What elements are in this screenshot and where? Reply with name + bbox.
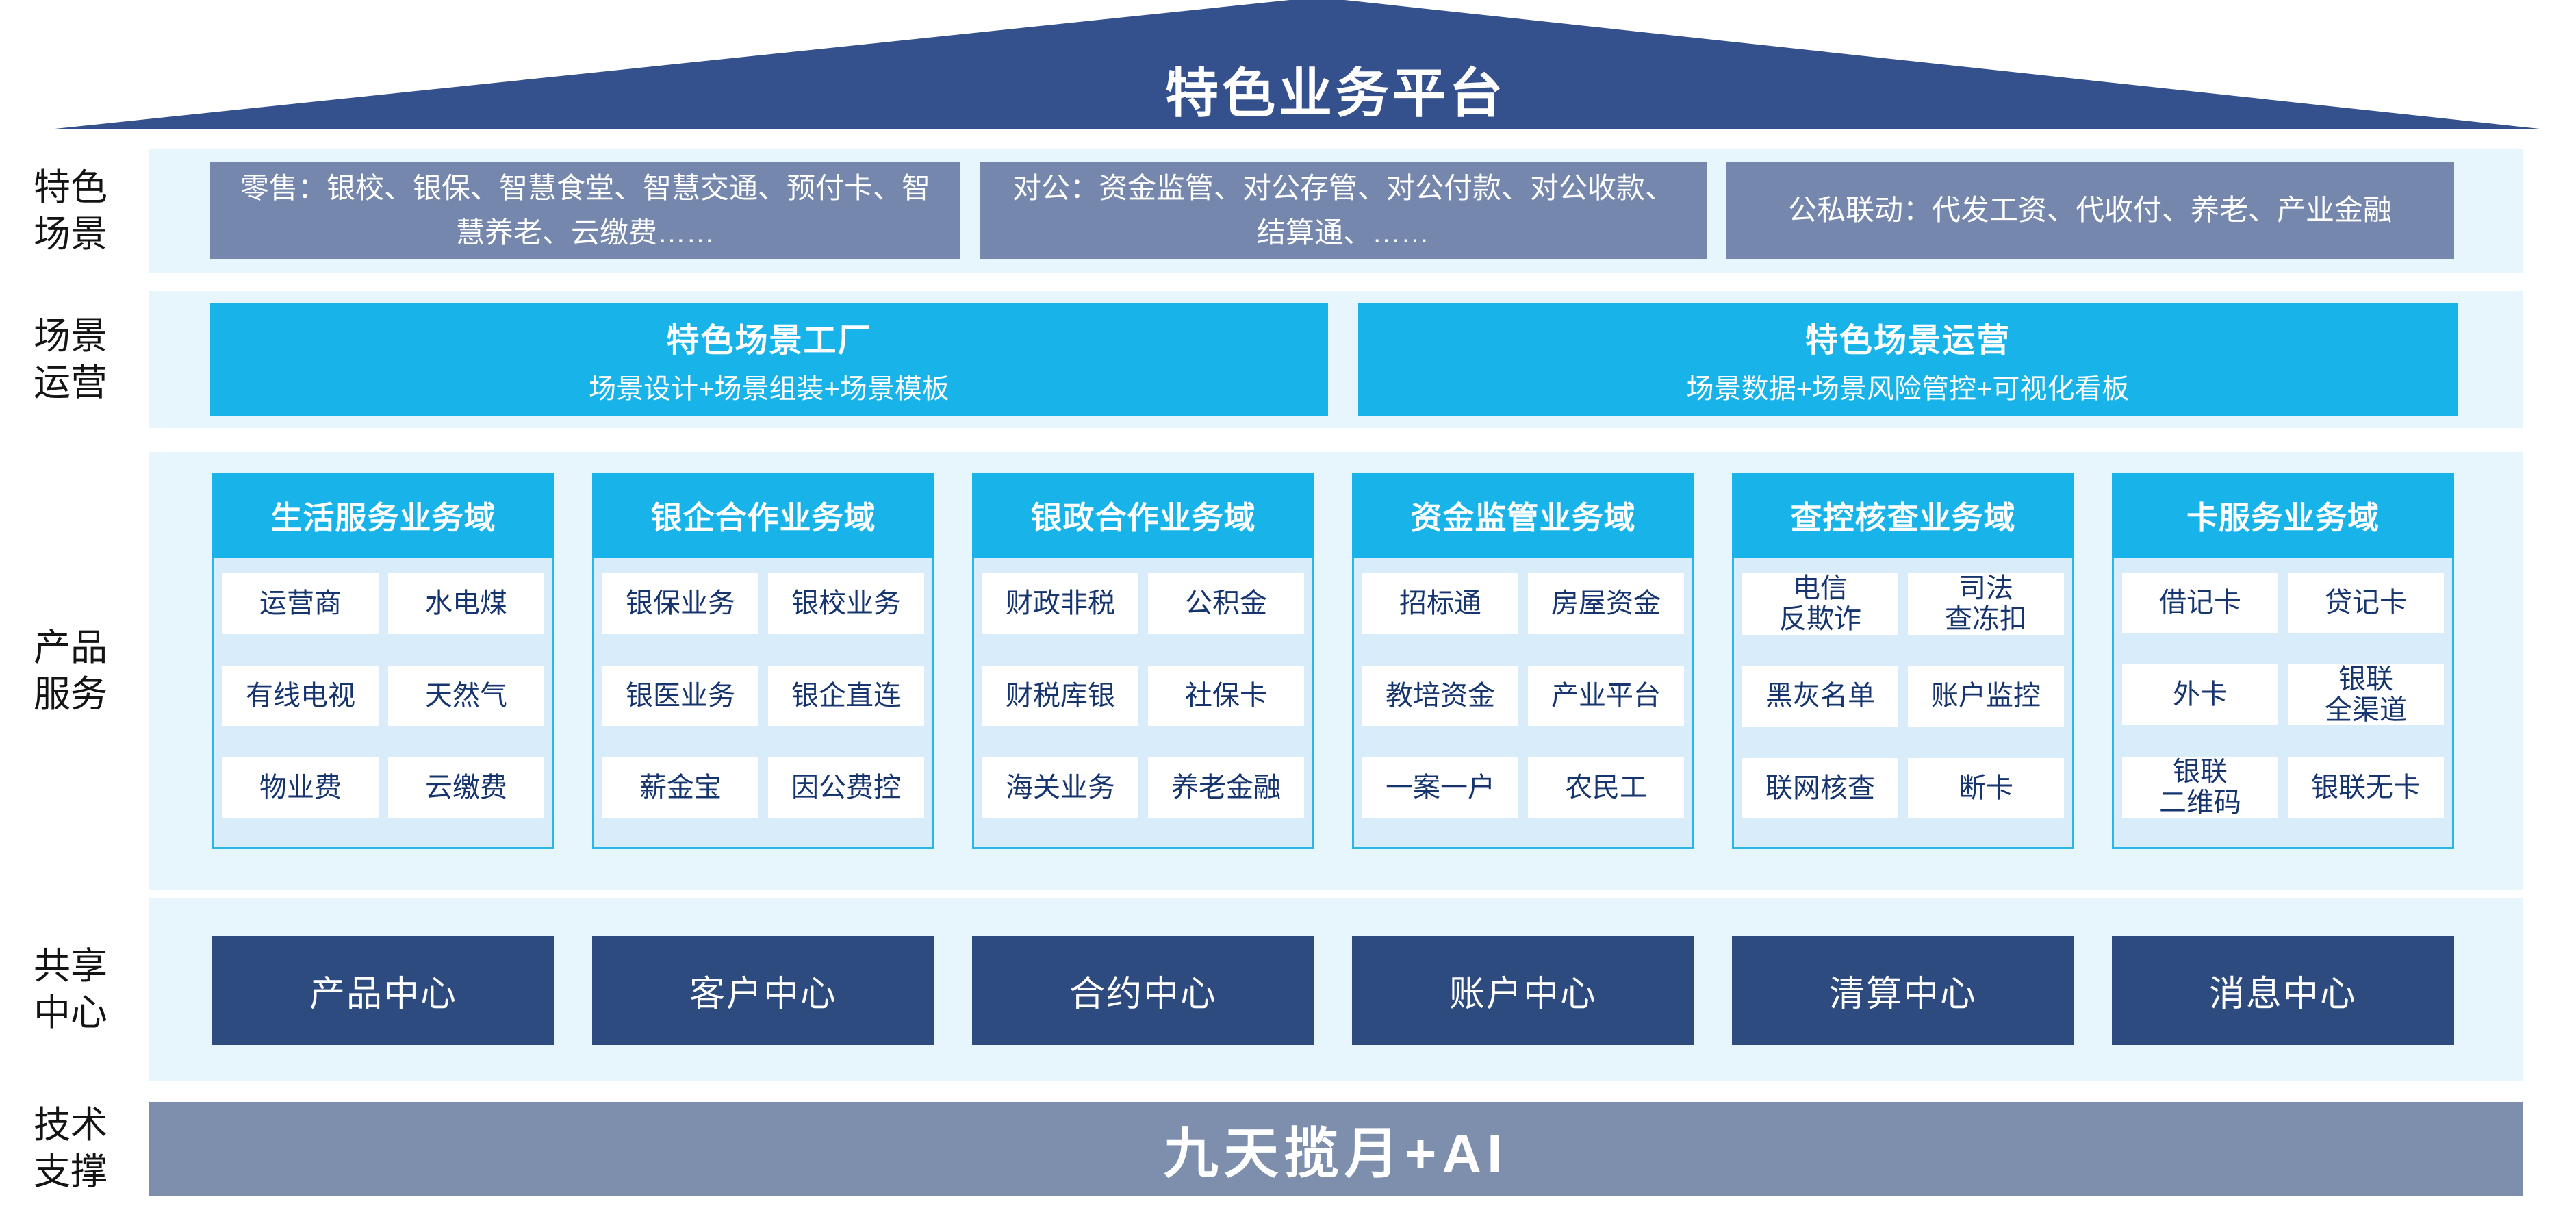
product-column-body: 银保业务 银校业务 银医业务 银企直连 薪金宝 因公费控 bbox=[592, 558, 934, 849]
product-column-header: 卡服务业务域 bbox=[2112, 473, 2454, 558]
scenario-box-corporate: 对公：资金监管、对公存管、对公付款、对公收款、结算通、…… bbox=[980, 162, 1707, 259]
row-label-scenarios: 特色 场景 bbox=[34, 167, 107, 255]
product-column-bank-government: 银政合作业务域 财政非税 公积金 财税库银 社保卡 海关业务 养老金融 bbox=[972, 473, 1314, 849]
row-label-shared: 共享 中心 bbox=[34, 946, 107, 1034]
product-cell: 海关业务 bbox=[982, 757, 1138, 818]
product-cell: 运营商 bbox=[222, 573, 379, 634]
product-cell: 断卡 bbox=[1908, 757, 2064, 818]
product-column-header: 银企合作业务域 bbox=[592, 473, 934, 558]
product-cell: 水电煤 bbox=[388, 573, 544, 634]
product-column-body: 运营商 水电煤 有线电视 天然气 物业费 云缴费 bbox=[212, 558, 554, 849]
product-cell: 一案一户 bbox=[1362, 757, 1518, 818]
operation-box-title: 特色场景运营 bbox=[1805, 323, 2011, 360]
shared-center-customer: 客户中心 bbox=[592, 936, 934, 1045]
shared-center-account: 账户中心 bbox=[1352, 936, 1694, 1045]
product-column-card-services: 卡服务业务域 借记卡 贷记卡 外卡 银联 全渠道 银联 二维码 银联无卡 bbox=[2112, 473, 2454, 849]
product-column-header: 资金监管业务域 bbox=[1352, 473, 1694, 558]
product-cell: 有线电视 bbox=[222, 665, 379, 727]
product-column-body: 借记卡 贷记卡 外卡 银联 全渠道 银联 二维码 银联无卡 bbox=[2112, 558, 2454, 849]
product-column-body: 招标通 房屋资金 教培资金 产业平台 一案一户 农民工 bbox=[1352, 558, 1694, 849]
platform-title: 特色业务平台 bbox=[1164, 63, 1506, 123]
product-cell: 联网核查 bbox=[1742, 757, 1898, 818]
product-cell: 银联 二维码 bbox=[2122, 757, 2278, 818]
product-cell: 司法 查冻扣 bbox=[1908, 573, 2064, 635]
product-column-life-services: 生活服务业务域 运营商 水电煤 有线电视 天然气 物业费 云缴费 bbox=[212, 473, 554, 849]
product-cell: 银企直连 bbox=[768, 665, 924, 727]
product-cell: 银校业务 bbox=[768, 573, 924, 634]
product-cell: 黑灰名单 bbox=[1742, 666, 1898, 727]
scenario-box-retail: 零售：银校、银保、智慧食堂、智慧交通、预付卡、智慧养老、云缴费…… bbox=[210, 162, 960, 259]
product-cell: 外卡 bbox=[2122, 664, 2278, 726]
product-cell: 教培资金 bbox=[1362, 665, 1518, 727]
product-cell: 农民工 bbox=[1528, 757, 1684, 818]
product-cell: 因公费控 bbox=[768, 757, 924, 818]
product-cell: 产业平台 bbox=[1528, 665, 1684, 727]
row-label-products: 产品 服务 bbox=[34, 627, 107, 716]
product-cell: 银保业务 bbox=[602, 573, 758, 634]
product-cell: 天然气 bbox=[388, 665, 544, 727]
tech-support-bar: 九天揽月+AI bbox=[149, 1102, 2523, 1196]
operation-box-title: 特色场景工厂 bbox=[666, 323, 872, 360]
product-column-header: 生活服务业务域 bbox=[212, 473, 554, 558]
product-cell: 房屋资金 bbox=[1528, 573, 1684, 634]
product-cell: 社保卡 bbox=[1148, 665, 1304, 727]
row-label-operation: 场景 运营 bbox=[34, 316, 107, 404]
product-column-body: 电信 反欺诈 司法 查冻扣 黑灰名单 账户监控 联网核查 断卡 bbox=[1732, 558, 2074, 849]
scenario-box-public-private: 公私联动：代发工资、代收付、养老、产业金融 bbox=[1726, 162, 2454, 259]
product-cell: 公积金 bbox=[1148, 573, 1304, 634]
product-cell: 电信 反欺诈 bbox=[1742, 573, 1898, 635]
shared-center-product: 产品中心 bbox=[212, 936, 554, 1045]
operation-box-scene-factory: 特色场景工厂 场景设计+场景组装+场景模板 bbox=[210, 303, 1328, 416]
product-cell: 财税库银 bbox=[982, 665, 1138, 727]
product-column-inquiry-verification: 查控核查业务域 电信 反欺诈 司法 查冻扣 黑灰名单 账户监控 联网核查 断卡 bbox=[1732, 473, 2074, 849]
operation-box-subtitle: 场景设计+场景组装+场景模板 bbox=[589, 373, 949, 404]
shared-center-clearing: 清算中心 bbox=[1732, 936, 2074, 1045]
product-column-bank-enterprise: 银企合作业务域 银保业务 银校业务 银医业务 银企直连 薪金宝 因公费控 bbox=[592, 473, 934, 849]
product-cell: 借记卡 bbox=[2122, 573, 2278, 633]
product-cell: 银联无卡 bbox=[2288, 757, 2444, 818]
product-cell: 账户监控 bbox=[1908, 666, 2064, 727]
product-column-fund-supervision: 资金监管业务域 招标通 房屋资金 教培资金 产业平台 一案一户 农民工 bbox=[1352, 473, 1694, 849]
product-column-header: 银政合作业务域 bbox=[972, 473, 1314, 558]
product-cell: 招标通 bbox=[1362, 573, 1518, 634]
product-column-body: 财政非税 公积金 财税库银 社保卡 海关业务 养老金融 bbox=[972, 558, 1314, 849]
shared-center-contract: 合约中心 bbox=[972, 936, 1314, 1045]
operation-box-subtitle: 场景数据+场景风险管控+可视化看板 bbox=[1686, 373, 2130, 404]
tech-bar-text: 九天揽月+AI bbox=[1163, 1122, 1508, 1184]
product-cell: 银医业务 bbox=[602, 665, 758, 727]
shared-center-message: 消息中心 bbox=[2112, 936, 2454, 1045]
product-cell: 薪金宝 bbox=[602, 757, 758, 818]
operation-box-scene-operation: 特色场景运营 场景数据+场景风险管控+可视化看板 bbox=[1358, 303, 2458, 416]
product-column-header: 查控核查业务域 bbox=[1732, 473, 2074, 558]
product-cell: 财政非税 bbox=[982, 573, 1138, 634]
row-label-tech: 技术 支撑 bbox=[34, 1105, 107, 1193]
product-cell: 物业费 bbox=[222, 757, 379, 818]
product-cell: 云缴费 bbox=[388, 757, 544, 818]
product-cell: 贷记卡 bbox=[2288, 573, 2444, 633]
product-cell: 养老金融 bbox=[1148, 757, 1304, 818]
product-cell: 银联 全渠道 bbox=[2288, 664, 2444, 726]
